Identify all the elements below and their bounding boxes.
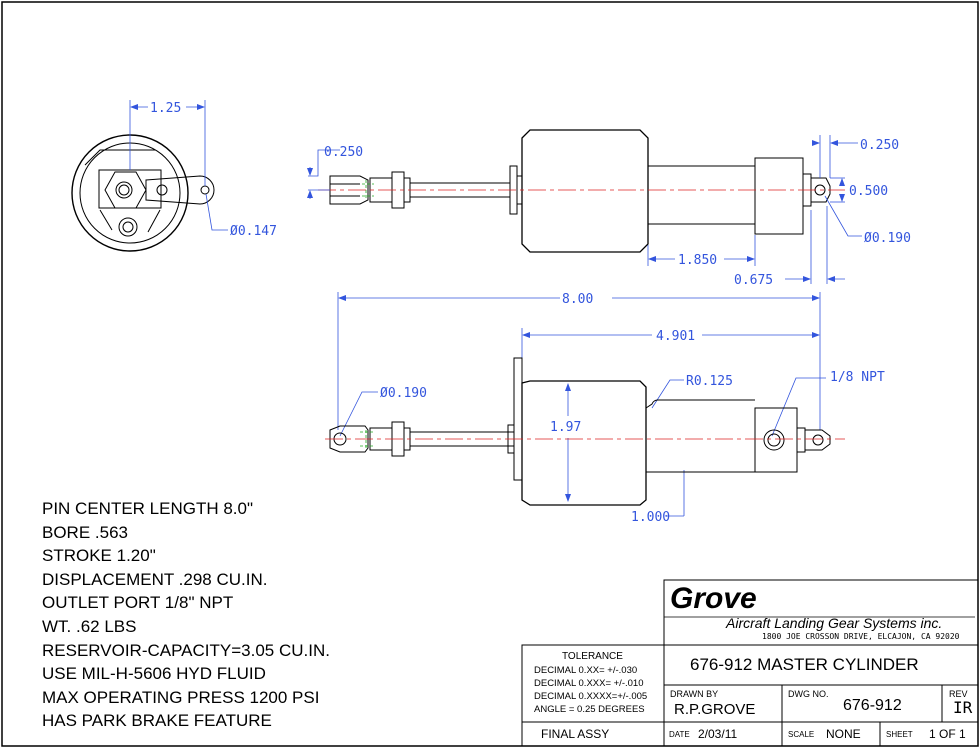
pin-end-dim: 0.500 (849, 184, 888, 199)
port-dim: 1/8 NPT (830, 370, 885, 385)
drawn-by-value: R.P.GROVE (674, 701, 756, 718)
side-view-hidden (360, 430, 374, 448)
spec-notes: PIN CENTER LENGTH 8.0" BORE .563 STROKE … (42, 497, 330, 733)
spec-weight: WT. .62 LBS (42, 616, 137, 636)
side-view-dims-top (337, 292, 826, 517)
end-hole-dim: Ø0.147 (230, 224, 277, 239)
spec-reservoir: RESERVOIR-CAPACITY=3.05 CU.IN. (42, 640, 330, 660)
company-logo: Grove (670, 582, 757, 615)
scale-value: NONE (826, 727, 861, 741)
tolerance-3: ANGLE = 0.25 DEGREES (534, 704, 645, 715)
rev-label: REV (949, 689, 968, 699)
body-dia-dim: 1.97 (550, 420, 581, 435)
end-view-dims: 1.25 Ø0.147 (129, 100, 277, 239)
to-port-dim: 4.901 (656, 329, 695, 344)
end-view (71, 134, 215, 252)
offset-dim: 1.000 (631, 510, 670, 525)
tolerance-title: TOLERANCE (562, 651, 623, 662)
spec-stroke: STROKE 1.20" (42, 546, 156, 566)
end-width-dim: 1.25 (150, 101, 181, 116)
rod-hole-dim: Ø0.190 (380, 386, 427, 401)
drawn-by-label: DRAWN BY (670, 689, 719, 699)
overall-length-dim: 8.00 (562, 292, 593, 307)
date-value: 2/03/11 (698, 727, 738, 741)
spec-outlet-port: OUTLET PORT 1/8" NPT (42, 593, 234, 613)
tolerance-2: DECIMAL 0.XXXX=+/-.005 (534, 691, 648, 702)
top-view-dims (307, 135, 862, 284)
title-block-lines (521, 579, 979, 747)
rev-value: IR (953, 698, 973, 717)
spec-pin-center: PIN CENTER LENGTH 8.0" (42, 499, 254, 518)
tolerance-0: DECIMAL 0.XX= +/-.030 (534, 665, 638, 676)
pin-hole-dim: Ø0.190 (864, 231, 911, 246)
assy-label: FINAL ASSY (541, 727, 610, 741)
rod-slot-dim: 0.250 (324, 145, 363, 160)
drawing-title: 676-912 MASTER CYLINDER (690, 655, 919, 674)
sheet-label: SHEET (886, 730, 913, 739)
spec-bore: BORE .563 (42, 522, 128, 542)
pin-offset-dim: 0.250 (860, 138, 899, 153)
top-view (329, 129, 831, 253)
body-length-dim: 1.850 (678, 253, 717, 268)
company-full-name: Aircraft Landing Gear Systems inc. (726, 615, 943, 631)
spec-park-brake: HAS PARK BRAKE FEATURE (42, 711, 272, 731)
dwg-no-label: DWG NO. (788, 689, 829, 699)
dwg-no-value: 676-912 (843, 697, 902, 714)
sheet-value: 1 OF 1 (929, 727, 966, 741)
company-address: 1800 JOE CROSSON DRIVE, ELCAJON, CA 9202… (762, 632, 960, 641)
spec-displacement: DISPLACEMENT .298 CU.IN. (42, 569, 268, 589)
end-length-dim: 0.675 (734, 273, 773, 288)
spec-max-press: MAX OPERATING PRESS 1200 PSI (42, 687, 320, 707)
tolerance-1: DECIMAL 0.XXX= +/-.010 (534, 678, 644, 689)
radius-dim: R0.125 (686, 374, 733, 389)
spec-fluid: USE MIL-H-5606 HYD FLUID (42, 664, 266, 684)
date-label: DATE (669, 730, 690, 739)
scale-label: SCALE (788, 730, 815, 739)
